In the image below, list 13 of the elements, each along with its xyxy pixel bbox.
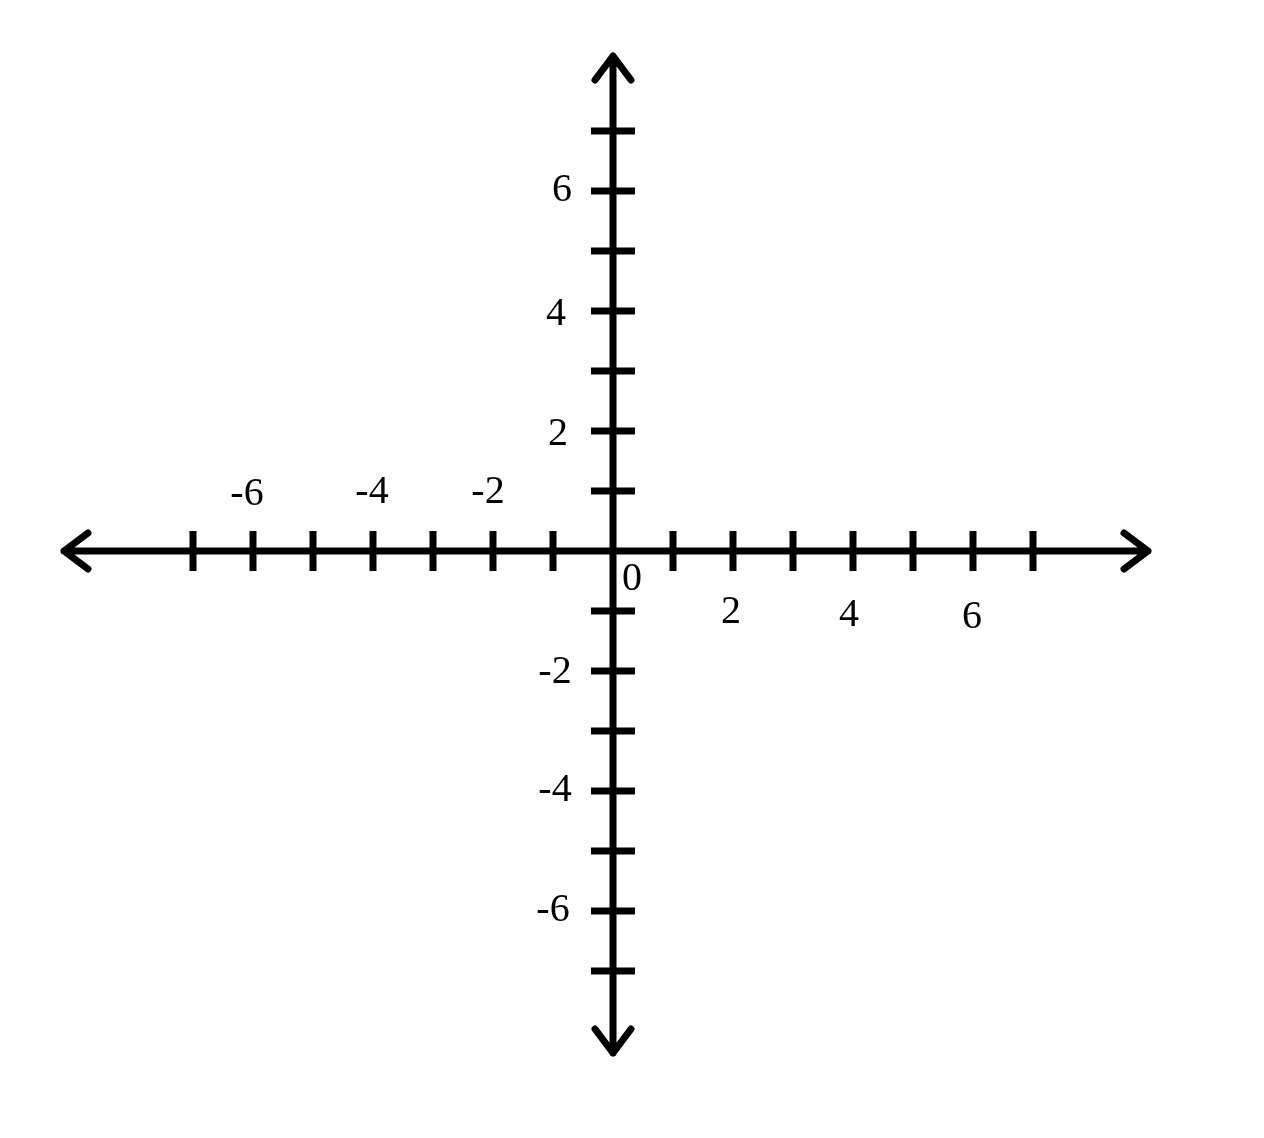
tick-label: 2 [721,590,741,630]
tick-label: -4 [355,470,389,510]
tick-label: 0 [622,557,642,597]
tick-label: 4 [546,292,566,332]
tick-label: -2 [471,470,505,510]
tick-label: 4 [839,593,859,633]
tick-label: 6 [962,595,982,635]
tick-label: -2 [538,650,572,690]
tick-label: -6 [230,472,264,512]
tick-label: 2 [548,412,568,452]
tick-label: 6 [552,168,572,208]
tick-label: -4 [538,768,572,808]
tick-label: -6 [536,888,570,928]
